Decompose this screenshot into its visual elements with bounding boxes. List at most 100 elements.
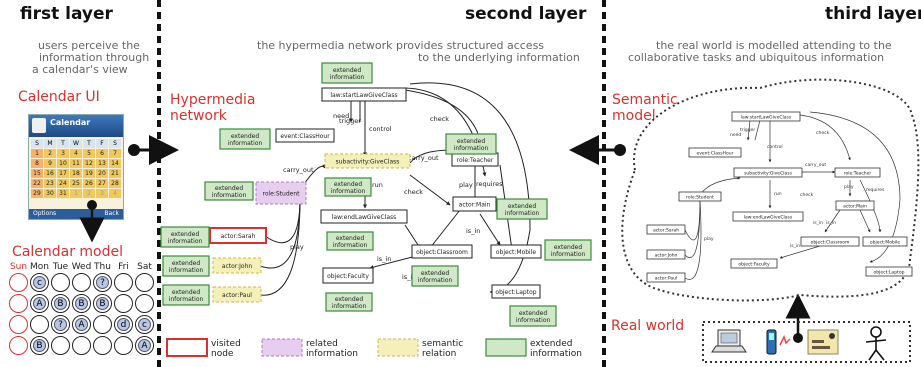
calendar-model-cell xyxy=(93,315,112,334)
extended-info-label: information xyxy=(454,145,489,152)
network-node-mobile[interactable]: object:Mobile xyxy=(490,244,542,259)
network-node-faculty[interactable]: object:Faculty xyxy=(322,267,374,284)
calendar-day-cell[interactable]: 27 xyxy=(96,179,108,188)
network-node-label: law:endLawGiveClass xyxy=(332,214,397,221)
semantic-node[interactable]: law:startLawGiveClass xyxy=(731,111,801,122)
semantic-node[interactable]: law:endLawGiveClass xyxy=(732,211,804,222)
semantic-node[interactable]: role:Teacher xyxy=(834,167,881,178)
first-layer-desc-3: a calendar's view xyxy=(32,63,128,76)
semantic-node[interactable]: role:Student xyxy=(678,191,722,202)
layer-arrow-third-to-second xyxy=(569,135,626,165)
calendar-day-cell[interactable]: 24 xyxy=(57,179,69,188)
network-node-label: object:Laptop xyxy=(495,289,536,296)
semantic-node-label: role:Student xyxy=(686,194,714,200)
calendar-day-cell[interactable]: 20 xyxy=(96,169,108,178)
calendar-day-cell[interactable]: 19 xyxy=(83,169,95,178)
network-node-startLaw[interactable]: law:startLawGiveClass xyxy=(321,87,407,102)
network-edge-label: run xyxy=(372,181,383,189)
calendar-day-cell[interactable]: 10 xyxy=(57,159,69,168)
calendar-day-cell[interactable]: 26 xyxy=(83,179,95,188)
network-node-label: actor:Paul xyxy=(222,292,252,299)
network-node-label: object:Mobile xyxy=(496,249,537,256)
calendar-day-cell[interactable]: 11 xyxy=(70,159,82,168)
extended-info-label: information xyxy=(331,188,366,195)
semantic-node[interactable]: object:Faculty xyxy=(730,258,778,269)
network-node-teacher[interactable]: role:Teacher xyxy=(451,152,499,167)
calendar-day-cell[interactable]: 7 xyxy=(109,149,121,158)
network-node-actorMain[interactable]: actor:Main xyxy=(452,196,497,212)
calendar-model-weekday: Fri xyxy=(118,262,129,272)
network-node-endLaw[interactable]: law:endLawGiveClass xyxy=(320,209,408,224)
calendar-model-cell: B xyxy=(51,294,70,313)
network-node-student[interactable]: role:Student xyxy=(255,181,307,205)
calendar-model-cell: B xyxy=(30,336,49,355)
network-node-laptop[interactable]: object:Laptop xyxy=(491,284,541,299)
calendar-day-cell[interactable]: 17 xyxy=(57,169,69,178)
calendar-day-cell[interactable]: 12 xyxy=(83,159,95,168)
calendar-day-cell[interactable]: 29 xyxy=(31,189,43,198)
calendar-day-cell[interactable]: 1 xyxy=(70,189,82,198)
calendar-day-cell[interactable]: 1 xyxy=(31,149,43,158)
network-edge-label: check xyxy=(430,115,449,123)
semantic-node[interactable]: object:Classroom xyxy=(800,236,860,247)
semantic-edge-label: is_in xyxy=(790,243,800,249)
calendar-day-cell[interactable]: 4 xyxy=(109,189,121,198)
calendar-day-cell[interactable]: 15 xyxy=(31,169,43,178)
calendar-day-cell[interactable]: 16 xyxy=(44,169,56,178)
calendar-day-cell[interactable]: 5 xyxy=(83,149,95,158)
network-node-classHour[interactable]: event:ClassHour xyxy=(275,128,335,143)
semantic-edge-label: requires xyxy=(866,187,885,193)
semantic-node[interactable]: actor:Paul xyxy=(646,272,686,283)
calendar-weekday-header: M xyxy=(44,139,56,148)
calendar-day-cell[interactable]: 4 xyxy=(70,149,82,158)
extended-info-label: extended xyxy=(554,244,582,251)
network-node-classroom[interactable]: object:Classroom xyxy=(411,244,473,259)
calendar-model-cell: c xyxy=(30,273,49,292)
calendar-day-cell[interactable]: 28 xyxy=(109,179,121,188)
calendar-day-cell[interactable]: 25 xyxy=(70,179,82,188)
calendar-day-cell[interactable]: 21 xyxy=(109,169,121,178)
calendar-day-cell[interactable]: 18 xyxy=(70,169,82,178)
network-node-john[interactable]: actor:John xyxy=(212,257,262,274)
calendar-day-cell[interactable]: 13 xyxy=(96,159,108,168)
network-node-paul[interactable]: actor:Paul xyxy=(212,286,262,303)
calendar-day-cell[interactable]: 8 xyxy=(31,159,43,168)
calendar-day-cell[interactable]: 9 xyxy=(44,159,56,168)
semantic-node[interactable]: object:Laptop xyxy=(865,266,913,277)
calendar-day-cell[interactable]: 22 xyxy=(31,179,43,188)
semantic-node[interactable]: event:ClassHour xyxy=(688,147,742,158)
semantic-node[interactable]: object:Mobile xyxy=(862,236,908,247)
legend-swatch xyxy=(485,338,527,357)
calendar-day-cell[interactable]: 3 xyxy=(57,149,69,158)
calendar-day-cell[interactable]: 14 xyxy=(109,159,121,168)
calendar-day-cell[interactable]: 31 xyxy=(57,189,69,198)
semantic-node[interactable]: subactivity:GiveClass xyxy=(733,167,803,178)
semantic-node[interactable]: actor:Sarah xyxy=(646,224,686,235)
semantic-node[interactable]: actor:Main xyxy=(835,200,875,211)
semantic-node[interactable]: actor:John xyxy=(646,249,686,260)
calendar-day-cell[interactable]: 3 xyxy=(96,189,108,198)
calendar-day-cell[interactable]: 6 xyxy=(96,149,108,158)
calendar-day-cell[interactable]: 23 xyxy=(44,179,56,188)
back-softkey[interactable]: Back xyxy=(104,210,119,217)
options-softkey[interactable]: Options xyxy=(33,210,57,217)
network-node-sarah[interactable]: actor:Sarah xyxy=(209,227,267,244)
calendar-day-cell[interactable]: 2 xyxy=(44,149,56,158)
network-node-subactivity[interactable]: subactivity:GiveClass xyxy=(324,153,411,169)
calendar-day-cell[interactable]: 2 xyxy=(83,189,95,198)
calendar-day-cell[interactable]: 30 xyxy=(44,189,56,198)
